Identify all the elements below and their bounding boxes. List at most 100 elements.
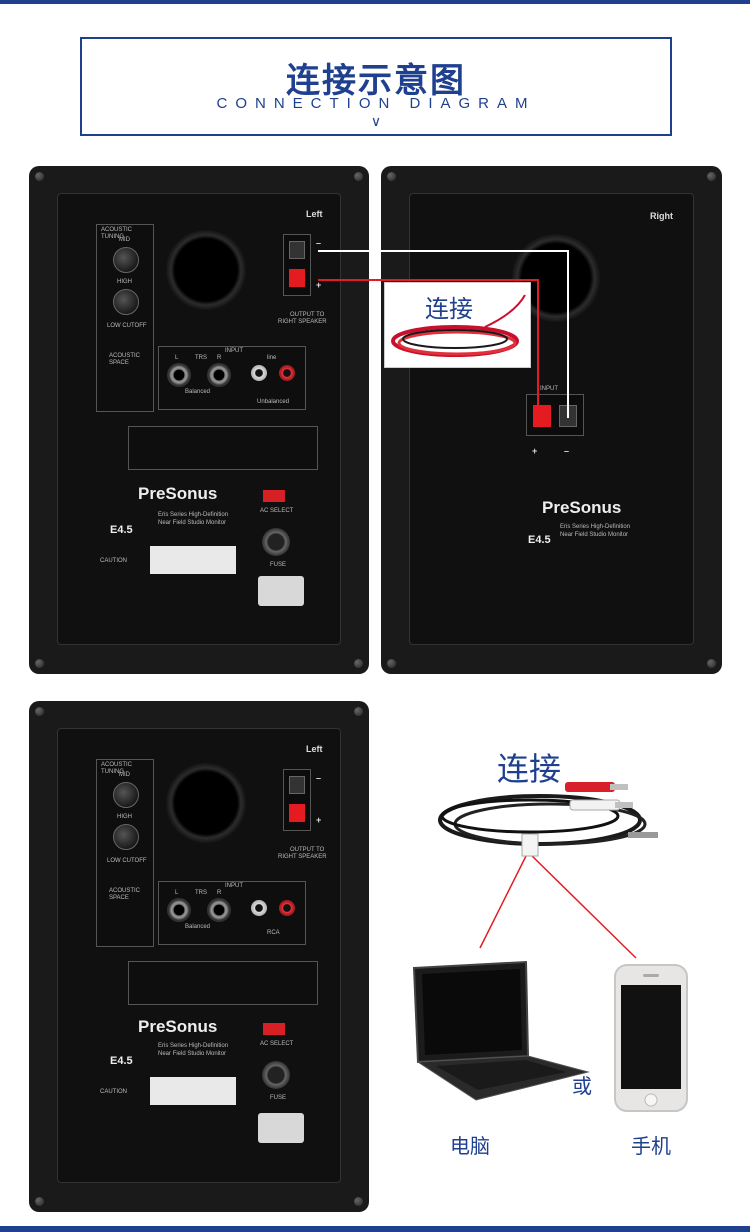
screw-icon <box>354 659 363 668</box>
high-knob <box>113 289 139 315</box>
screw-icon <box>35 1197 44 1206</box>
rear-plate: Right INPUT + – PreSonus E4.5 Eris Serie… <box>409 193 694 645</box>
series-label-1: Eris Series High-Definition <box>560 524 631 530</box>
rca-label: RCA <box>267 930 280 936</box>
l-label: L <box>175 890 179 896</box>
output-label-2: RIGHT SPEAKER <box>278 319 327 325</box>
connector-line-right <box>527 851 637 959</box>
mid-label: MID <box>119 772 130 778</box>
phone-image <box>614 964 688 1112</box>
black-terminal <box>289 776 305 794</box>
fuse-label: FUSE <box>270 562 287 568</box>
plus-label: + <box>316 280 322 290</box>
presonus-logo: PreSonus <box>542 498 622 517</box>
ac-select-label: AC SELECT <box>260 508 294 514</box>
left-speaker-rear-top: Left ACOUSTIC TUNING MID HIGH LOW CUTOFF… <box>29 166 369 674</box>
low-cutoff-label: LOW CUTOFF <box>107 858 147 864</box>
model-label: E4.5 <box>110 524 133 536</box>
trs-jack-left <box>167 363 191 387</box>
acoustic-space-label: ACOUSTIC SPACE <box>109 353 141 366</box>
red-terminal <box>533 405 551 427</box>
screw-icon <box>35 172 44 181</box>
input-label: INPUT <box>225 883 243 889</box>
switch-row <box>128 426 318 470</box>
mid-knob <box>113 782 139 808</box>
fuse-holder <box>262 528 290 556</box>
caution-label: CAUTION <box>100 1089 127 1095</box>
r-label: R <box>217 890 222 896</box>
header-box: 连接示意图 CONNECTION DIAGRAM ∨ <box>80 37 672 136</box>
connect-label-2: 连接 <box>497 750 562 788</box>
high-label: HIGH <box>117 279 132 285</box>
trs-jack-right <box>207 363 231 387</box>
series-label-1: Eris Series High-Definition <box>158 512 229 518</box>
left-speaker-rear-bottom: Left ACOUSTIC TUNING MID HIGH LOW CUTOFF… <box>29 701 369 1212</box>
power-socket <box>258 576 304 606</box>
series-label-1: Eris Series High-Definition <box>158 1043 229 1049</box>
presonus-logo: PreSonus <box>138 484 218 503</box>
rca-white-jack <box>251 900 267 916</box>
red-terminal <box>289 269 305 287</box>
minus-label: – <box>316 238 322 248</box>
high-knob <box>113 824 139 850</box>
input-label: INPUT <box>540 386 558 392</box>
or-label: 或 <box>572 1074 592 1098</box>
low-cutoff-label: LOW CUTOFF <box>107 323 147 329</box>
rear-plate: Left ACOUSTIC TUNING MID HIGH LOW CUTOFF… <box>57 728 341 1183</box>
screw-icon <box>387 659 396 668</box>
input-panel: INPUT L TRS R Balanced RCA <box>158 881 306 945</box>
speaker-output-terminal <box>283 234 311 296</box>
ac-select-switch <box>263 490 285 502</box>
minus-label: – <box>316 773 322 783</box>
speaker-cable-image <box>391 294 526 357</box>
plus-label: + <box>532 446 538 456</box>
screw-icon <box>387 172 396 181</box>
acoustic-tuning-label: ACOUSTIC TUNING <box>101 762 133 775</box>
presonus-logo: PreSonus <box>138 1017 218 1036</box>
output-label-2: RIGHT SPEAKER <box>278 854 327 860</box>
page-subtitle: CONNECTION DIAGRAM <box>216 95 536 112</box>
top-border <box>0 0 750 4</box>
screw-icon <box>35 659 44 668</box>
bottom-border <box>0 1226 750 1232</box>
screw-icon <box>354 172 363 181</box>
minus-label: – <box>564 446 570 456</box>
series-label-2: Near Field Studio Monitor <box>158 1051 227 1057</box>
model-label: E4.5 <box>110 1055 133 1067</box>
laptop-image <box>412 960 590 1101</box>
series-label-2: Near Field Studio Monitor <box>158 520 227 526</box>
connector-line-left <box>479 851 529 949</box>
switch-row <box>128 961 318 1005</box>
right-speaker-rear: Right INPUT + – PreSonus E4.5 Eris Serie… <box>381 166 722 674</box>
unbalanced-label: Unbalanced <box>257 399 290 405</box>
screw-icon <box>707 659 716 668</box>
power-socket <box>258 1113 304 1143</box>
output-label-1: OUTPUT TO <box>290 847 325 853</box>
caution-label: CAUTION <box>100 558 127 564</box>
speaker-output-terminal <box>283 769 311 831</box>
rca-cable-image <box>438 782 658 857</box>
bass-port <box>166 230 246 310</box>
serial-label <box>150 1077 236 1105</box>
acoustic-tuning-panel: ACOUSTIC TUNING MID HIGH LOW CUTOFF ACOU… <box>96 759 154 947</box>
page-title: 连接示意图 <box>286 61 466 101</box>
r-label: R <box>217 355 222 361</box>
ac-select-switch <box>263 1023 285 1035</box>
phone-label: 手机 <box>631 1134 671 1158</box>
fuse-holder <box>262 1061 290 1089</box>
mid-label: MID <box>119 237 130 243</box>
input-panel: INPUT L TRS R Balanced line Unbalanced <box>158 346 306 410</box>
black-terminal <box>559 405 577 427</box>
acoustic-tuning-label: ACOUSTIC TUNING <box>101 227 133 240</box>
trs-label: TRS <box>195 355 207 361</box>
trs-label: TRS <box>195 890 207 896</box>
line-label: line <box>267 355 277 361</box>
screw-icon <box>354 1197 363 1206</box>
acoustic-tuning-panel: ACOUSTIC TUNING MID HIGH LOW CUTOFF ACOU… <box>96 224 154 412</box>
output-label-1: OUTPUT TO <box>290 312 325 318</box>
computer-label: 电脑 <box>450 1134 490 1158</box>
serial-label <box>150 546 236 574</box>
rear-plate: Left ACOUSTIC TUNING MID HIGH LOW CUTOFF… <box>57 193 341 645</box>
mid-knob <box>113 247 139 273</box>
bass-port <box>166 763 246 843</box>
